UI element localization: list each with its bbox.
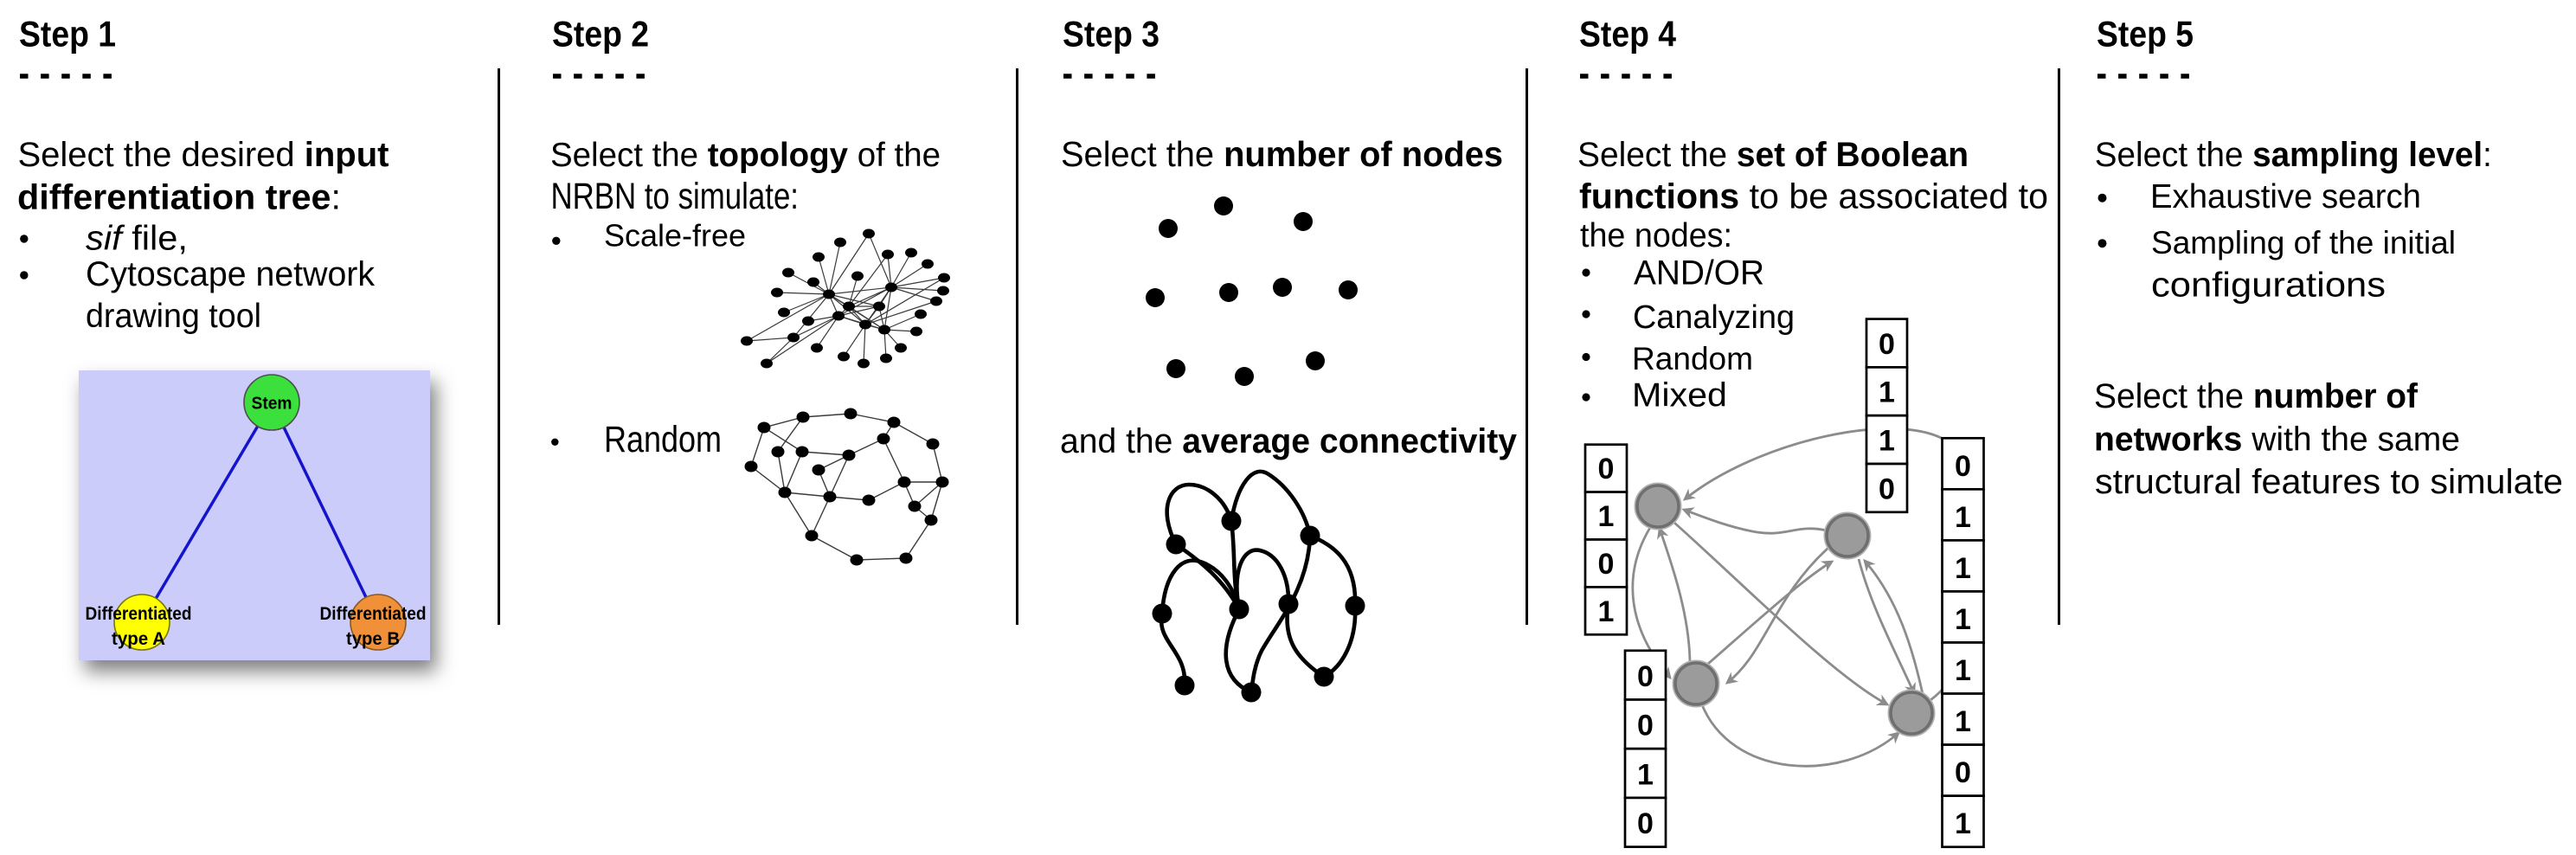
- svg-text:Select the set of Boolean: Select the set of Boolean: [1577, 136, 1969, 174]
- svg-text:Stem: Stem: [252, 394, 292, 414]
- svg-text:Random: Random: [604, 420, 722, 460]
- svg-text:functions to be associated to: functions to be associated to: [1579, 177, 2048, 216]
- svg-text:1: 1: [1879, 425, 1895, 458]
- svg-text:Differentiated: Differentiated: [320, 603, 427, 624]
- svg-text:networks with the same: networks with the same: [2094, 421, 2460, 459]
- svg-text:0: 0: [1955, 756, 1971, 789]
- svg-text:Step 4: Step 4: [1579, 14, 1677, 55]
- svg-text:0: 0: [1598, 548, 1615, 581]
- svg-text:Sampling of the initial: Sampling of the initial: [2151, 224, 2456, 260]
- svg-text:0: 0: [1879, 472, 1895, 505]
- svg-text:1: 1: [1955, 807, 1971, 840]
- svg-text:NRBN to simulate:: NRBN to simulate:: [551, 176, 800, 217]
- svg-text:Step 2: Step 2: [552, 14, 649, 55]
- svg-text:Step 1: Step 1: [19, 14, 116, 55]
- svg-text:1: 1: [1955, 654, 1971, 687]
- svg-text:Step 3: Step 3: [1063, 14, 1160, 55]
- svg-text:drawing tool: drawing tool: [86, 298, 261, 335]
- svg-text:differentiation tree:: differentiation tree:: [17, 177, 341, 217]
- svg-text:0: 0: [1637, 807, 1654, 840]
- svg-text:Exhaustive search: Exhaustive search: [2150, 178, 2421, 215]
- svg-text:Select the number of nodes: Select the number of nodes: [1061, 134, 1503, 174]
- svg-text:Random: Random: [1632, 340, 1753, 376]
- svg-text:configurations: configurations: [2151, 267, 2386, 305]
- svg-text:type A: type A: [112, 628, 165, 649]
- svg-text:1: 1: [1955, 603, 1971, 636]
- svg-text:AND/OR: AND/OR: [1634, 254, 1764, 292]
- svg-text:0: 0: [1879, 328, 1895, 361]
- svg-text:0: 0: [1598, 453, 1615, 485]
- svg-text:0: 0: [1637, 660, 1654, 693]
- svg-text:1: 1: [1598, 500, 1615, 533]
- svg-text:Select the sampling level:: Select the sampling level:: [2095, 136, 2492, 174]
- svg-text:1: 1: [1879, 376, 1895, 409]
- svg-text:0: 0: [1955, 450, 1971, 483]
- svg-text:1: 1: [1637, 758, 1654, 791]
- svg-text:1: 1: [1598, 595, 1615, 628]
- svg-text:1: 1: [1955, 705, 1971, 738]
- svg-text:Canalyzing: Canalyzing: [1633, 299, 1795, 336]
- svg-text:Differentiated: Differentiated: [86, 603, 192, 624]
- svg-text:Select the number of: Select the number of: [2094, 377, 2419, 415]
- svg-text:Select the topology of the: Select the topology of the: [550, 137, 941, 174]
- svg-text:1: 1: [1955, 501, 1971, 534]
- svg-text:type B: type B: [346, 628, 400, 649]
- svg-text:the nodes:: the nodes:: [1580, 217, 1732, 254]
- svg-text:Scale-free: Scale-free: [604, 218, 746, 254]
- svg-text:Step 5: Step 5: [2097, 14, 2194, 55]
- svg-text:0: 0: [1637, 710, 1654, 742]
- svg-text:and the average connectivity: and the average connectivity: [1060, 422, 1517, 460]
- svg-text:1: 1: [1955, 552, 1971, 585]
- svg-text:Mixed: Mixed: [1632, 377, 1727, 415]
- svg-text:structural features to simulat: structural features to simulate: [2095, 463, 2563, 501]
- svg-text:Cytoscape network: Cytoscape network: [86, 255, 375, 293]
- svg-text:sif file,: sif file,: [86, 220, 188, 258]
- svg-text:Select the desired input: Select the desired input: [18, 136, 389, 174]
